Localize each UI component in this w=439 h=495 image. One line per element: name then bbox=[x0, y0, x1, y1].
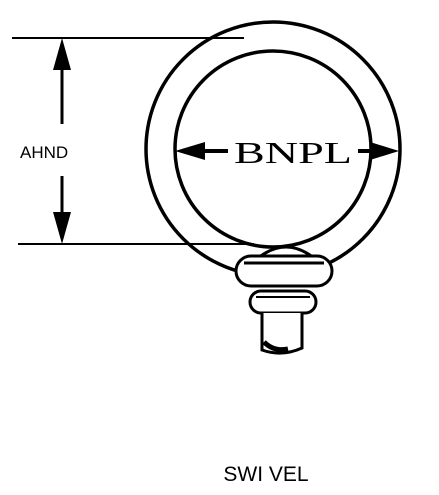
arrowhead-left bbox=[175, 142, 205, 160]
inner-diameter-label: BNPL bbox=[234, 135, 352, 170]
arrowhead-right bbox=[370, 142, 399, 160]
arrowhead-down bbox=[53, 212, 71, 244]
collar-upper-ring bbox=[234, 254, 334, 288]
inner-diameter-dimension bbox=[175, 142, 399, 160]
shank-body bbox=[260, 313, 304, 355]
shank-end-shadow bbox=[262, 340, 289, 353]
arrowhead-up bbox=[53, 38, 71, 70]
swivel-collar bbox=[234, 245, 334, 315]
collar-lower-ring bbox=[248, 289, 318, 315]
height-dimension-label: AHND bbox=[20, 143, 68, 162]
diagram-caption: SWI VEL bbox=[223, 463, 308, 486]
height-dimension bbox=[12, 37, 254, 245]
swivel-shank bbox=[260, 313, 304, 355]
